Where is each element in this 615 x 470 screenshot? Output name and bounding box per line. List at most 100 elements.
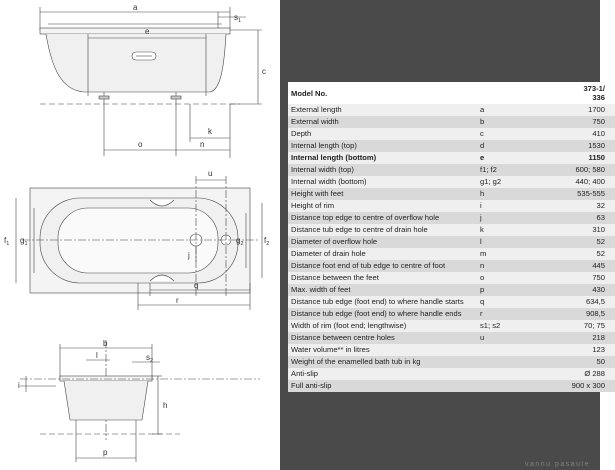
row-value: 32 [523,200,615,212]
row-label: Full anti-slip [288,380,477,392]
side-view [39,7,262,158]
row-value: 1700 [523,104,615,116]
row-symbol: j [477,212,523,224]
row-label: Height with feet [288,188,477,200]
bathtub-technical-drawing: a s1 e c k o n u f1 g1 g2 f2 j q r b l s… [4,3,269,462]
row-value: 440; 400 [523,176,615,188]
row-value: 63 [523,212,615,224]
dim-label-f1: f1 [4,236,9,247]
row-symbol: r [477,308,523,320]
dim-label-r: r [176,296,179,305]
dim-label-j: j [187,251,190,260]
table-row: Anti-slip Ø 288 [288,368,615,380]
dim-label-g2: g2 [236,236,244,247]
row-symbol: u [477,332,523,344]
table-row: Water volume** in litres 123 [288,344,615,356]
row-value: 70; 75 [523,320,615,332]
dim-label-i: i [18,381,20,390]
row-value: 123 [523,344,615,356]
dim-label-o: o [138,140,143,149]
row-value: 52 [523,248,615,260]
dim-label-c: c [262,67,266,76]
table-row: Distance tub edge (foot end) to where ha… [288,296,615,308]
dim-label-p: p [103,448,108,457]
row-value: 634,5 [523,296,615,308]
row-symbol: h [477,188,523,200]
row-value: 1530 [523,140,615,152]
row-label: Distance between centre holes [288,332,477,344]
row-label: Distance between the feet [288,272,477,284]
table-row: Width of rim (foot end; lengthwise)s1; s… [288,320,615,332]
row-symbol: b [477,116,523,128]
dim-label-n: n [200,140,204,149]
dim-label-s1: s1 [234,13,241,24]
row-label: Anti-slip [288,368,477,380]
row-symbol: c [477,128,523,140]
row-label: Distance foot end of tub edge to centre … [288,260,477,272]
row-value: 750 [523,116,615,128]
model-label: Model No. [288,82,477,104]
row-symbol: n [477,260,523,272]
dim-label-l: l [96,351,98,360]
row-symbol: g1; g2 [477,176,523,188]
dim-label-f2: f2 [264,236,269,247]
row-value: 310 [523,224,615,236]
dim-label-e: e [145,27,150,36]
row-label: Width of rim (foot end; lengthwise) [288,320,477,332]
row-value: Ø 288 [523,368,615,380]
dim-label-b: b [103,339,108,348]
row-label: Height of rim [288,200,477,212]
table-row: Weight of the enamelled bath tub in kg 50 [288,356,615,368]
row-label: Max. width of feet [288,284,477,296]
row-value: 445 [523,260,615,272]
row-label: Internal width (top) [288,164,477,176]
table-row: Distance top edge to centre of overflow … [288,212,615,224]
row-label: Internal length (top) [288,140,477,152]
row-value: 1150 [523,152,615,164]
dim-label-h: h [163,401,167,410]
row-value: 52 [523,236,615,248]
table-row: Distance tub edge (foot end) to where ha… [288,308,615,320]
row-value: 410 [523,128,615,140]
model-sym [477,82,523,104]
row-label: Internal length (bottom) [288,152,477,164]
row-label: Distance top edge to centre of overflow … [288,212,477,224]
row-symbol [477,380,523,392]
row-label: Diameter of overflow hole [288,236,477,248]
row-value: 50 [523,356,615,368]
top-view [15,176,263,310]
row-symbol: f1; f2 [477,164,523,176]
row-label: Distance tub edge (foot end) to where ha… [288,296,477,308]
row-label: Weight of the enamelled bath tub in kg [288,356,477,368]
row-symbol: l [477,236,523,248]
row-value: 600; 580 [523,164,615,176]
row-symbol: d [477,140,523,152]
dim-label-q: q [194,281,198,290]
row-symbol: e [477,152,523,164]
row-label: External length [288,104,477,116]
row-symbol: s1; s2 [477,320,523,332]
table-row: Distance foot end of tub edge to centre … [288,260,615,272]
row-symbol: m [477,248,523,260]
row-label: Diameter of drain hole [288,248,477,260]
row-symbol: q [477,296,523,308]
row-symbol: a [477,104,523,116]
row-label: External width [288,116,477,128]
dim-label-a: a [133,3,138,12]
dim-label-u: u [208,169,212,178]
row-symbol: o [477,272,523,284]
row-label: Water volume** in litres [288,344,477,356]
